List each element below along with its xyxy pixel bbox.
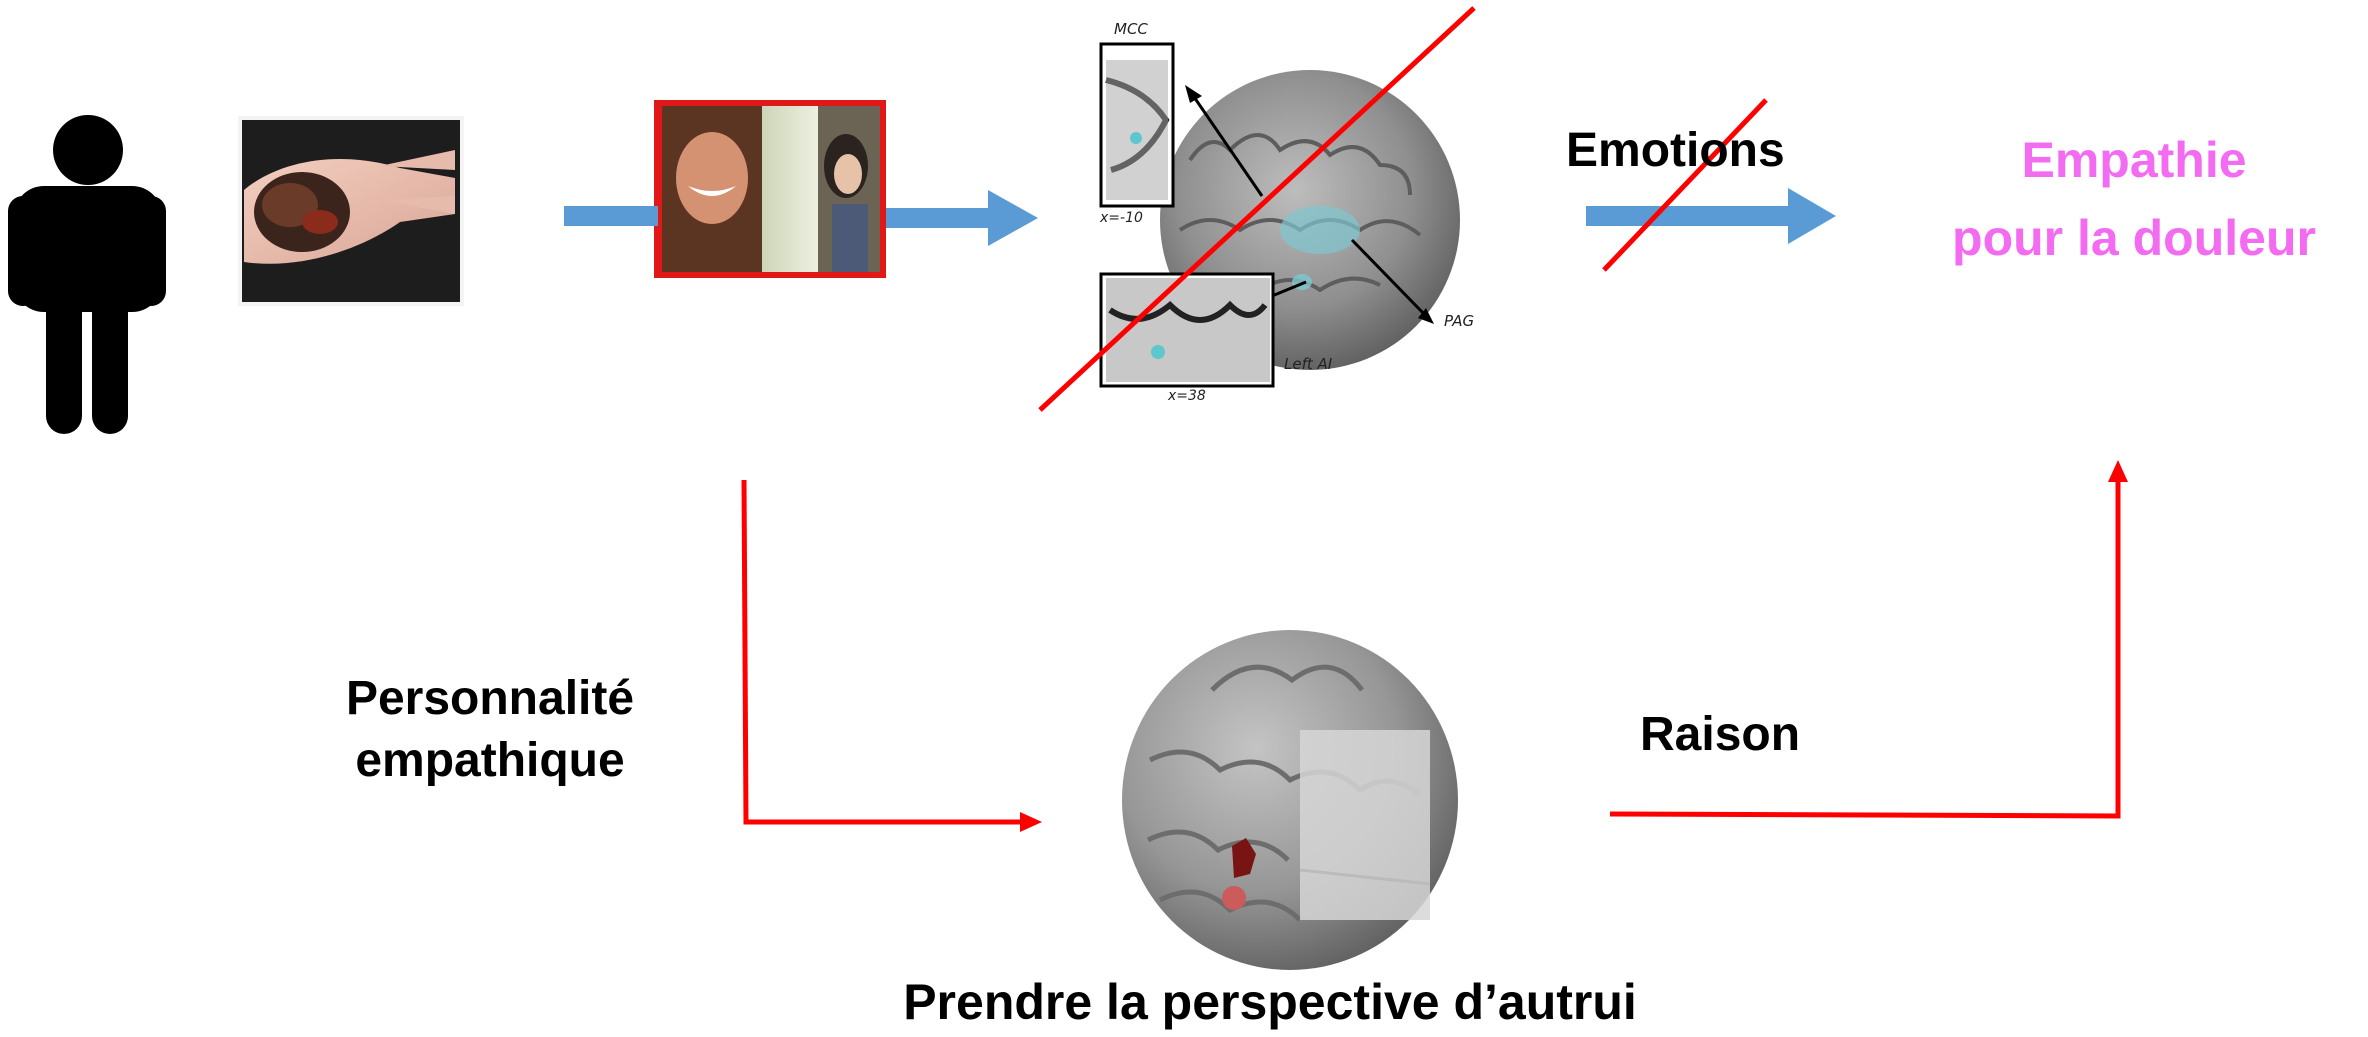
reason-label: Raison — [1640, 708, 1801, 761]
red-arrow-reason — [1609, 460, 2128, 819]
target-line-2: pour la douleur — [1952, 209, 2316, 266]
left-ai-label: Left AI — [1284, 355, 1333, 373]
perspective-label: Prendre la perspective d’autrui — [903, 974, 1637, 1030]
person-icon — [8, 115, 166, 434]
blue-arrow-3 — [1586, 98, 1836, 272]
brain-3d-image — [1122, 630, 1458, 970]
personality-line-2: empathique — [355, 734, 625, 788]
injured-hand-image — [238, 116, 464, 306]
emotions-label: Emotions — [1566, 124, 1785, 177]
blue-arrow-1 — [564, 206, 658, 226]
mcc-label: MCC — [1114, 20, 1148, 38]
coord-top-label: x=-10 — [1100, 210, 1143, 226]
target-line-1: Empathie — [2021, 132, 2247, 188]
personality-label: Personnalité empathique — [300, 668, 680, 793]
coord-bottom-label: x=38 — [1168, 388, 1206, 404]
brain-scan-image — [1038, 6, 1476, 412]
film-still-image — [654, 100, 886, 278]
red-arrow-personality — [741, 479, 1042, 832]
pag-label: PAG — [1444, 312, 1475, 330]
blue-arrow-2 — [886, 190, 1038, 246]
target-label: Empathie pour la douleur — [1900, 122, 2368, 277]
personality-line-1: Personnalité — [345, 672, 635, 725]
